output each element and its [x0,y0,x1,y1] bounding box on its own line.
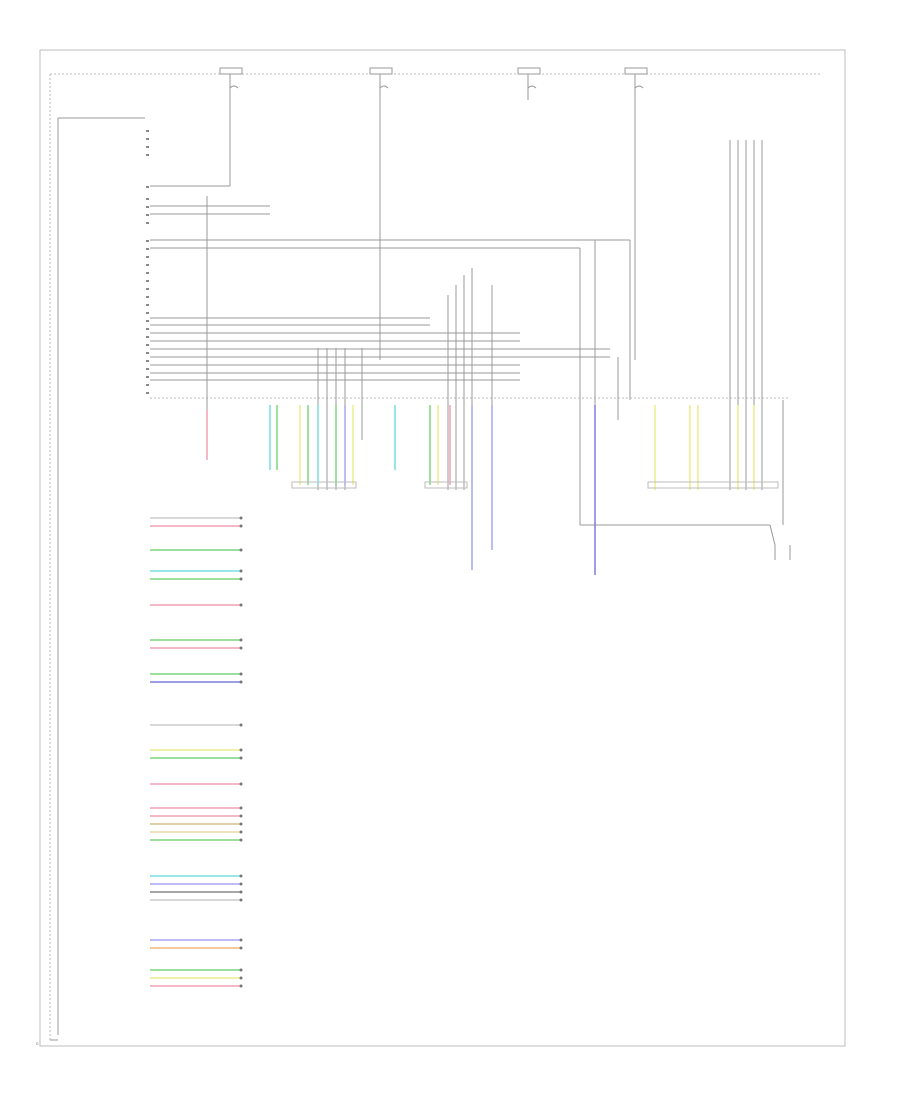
diagram-border [39,49,846,1047]
colored-stubs [206,405,755,575]
bottom-label: G [36,1042,39,1046]
fuse-symbols [219,67,648,89]
upper-harness [150,205,790,399]
fuse-feeds [150,74,776,546]
ground-symbol-right [774,545,791,560]
lower-harness-terminals [239,516,243,988]
module-pin-column [146,130,149,394]
lower-harness [150,517,240,987]
connector-blocks [291,481,779,489]
